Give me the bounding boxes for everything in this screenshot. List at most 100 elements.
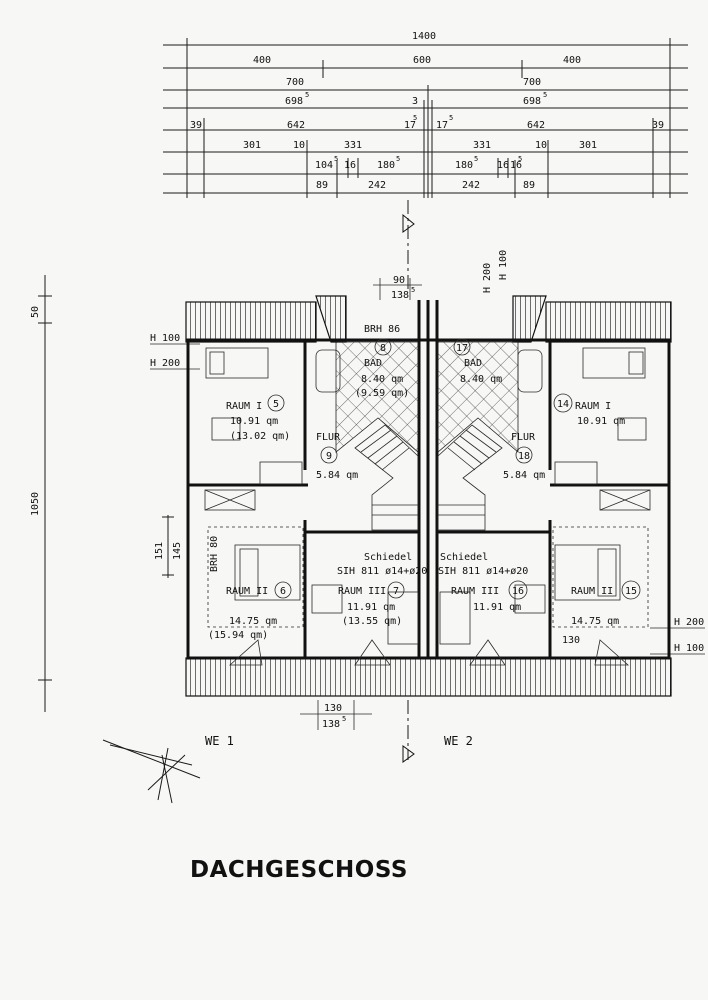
north-arrow-icon [102, 739, 201, 804]
dim-row1-b: 600 [413, 55, 431, 66]
raum3-right-area: 11.91 qm [473, 602, 521, 613]
bad-left-area: 8.40 qm [361, 374, 403, 385]
dimension-chain: 1400 400 600 400 700 700 698 5 3 698 5 3… [163, 31, 688, 198]
bathroom-floor-left [335, 341, 419, 453]
raum1-left-label: RAUM I [226, 401, 262, 412]
furniture-left [204, 347, 419, 645]
height-right-h200: H 200 [674, 617, 704, 628]
dim-left-145: 145 [172, 542, 183, 560]
raum1-left-number: 5 [273, 399, 279, 410]
bathroom-floor-right [437, 341, 519, 453]
raum3-left-area2: (13.55 qm) [342, 616, 402, 627]
bottom-small-dims [300, 700, 372, 730]
dim-row7-a: 89 [316, 180, 328, 191]
room-raum1-left: RAUM I 5 10.91 qm (13.02 qm) [226, 394, 290, 442]
raum2-left-number: 6 [280, 586, 286, 597]
left-dimension-line [38, 275, 174, 712]
flur-left-number: 9 [326, 451, 332, 462]
furniture-right [439, 347, 651, 645]
dim-row5-d: 331 [473, 140, 491, 151]
bad-right-area: 8.40 qm [460, 374, 502, 385]
dim-row7-d: 89 [523, 180, 535, 191]
raum2-left-area2: (15.94 qm) [208, 630, 268, 641]
height-left-h100: H 100 [150, 333, 180, 344]
raum2-left-label: RAUM II [226, 586, 268, 597]
room-flur-right: FLUR 18 5.84 qm [503, 432, 545, 481]
height-left-h200: H 200 [150, 358, 180, 369]
dim-row5-b: 10 [293, 140, 305, 151]
dim-row6-f-sup: 5 [518, 155, 522, 163]
dim-row6-d: 180 [455, 160, 473, 171]
bad-left-brh: BRH 86 [364, 324, 400, 335]
dim-row1-c: 400 [563, 55, 581, 66]
dim-bottom-138: 138 [322, 719, 340, 730]
dim-bottom-130: 130 [324, 703, 342, 714]
dim-top-138-sup: 5 [411, 286, 415, 294]
height-right-h100: H 100 [674, 643, 704, 654]
section-marker-top [402, 200, 415, 290]
flur-right-area: 5.84 qm [503, 470, 545, 481]
room-flur-left: FLUR 9 5.84 qm [316, 432, 358, 481]
dim-row6-b: 16 [344, 160, 356, 171]
chimney-left-spec: SIH 811 ø14+ø20 [337, 566, 427, 577]
dim-row7-c: 242 [462, 180, 480, 191]
dim-row1-a: 400 [253, 55, 271, 66]
dim-row6-d-sup: 5 [474, 155, 478, 163]
height-top-h100: H 100 [498, 250, 509, 280]
dim-row4-f: 39 [652, 120, 664, 131]
room-raum1-right: 14 RAUM I 10.91 qm [553, 393, 625, 427]
raum3-left-area: 11.91 qm [347, 602, 395, 613]
staircase-left [354, 424, 419, 531]
bad-right-number: 17 [456, 343, 468, 354]
dim-row3-a-sup: 5 [305, 91, 309, 99]
dim-right-130: 130 [562, 635, 580, 646]
raum2-right-label: RAUM II [571, 586, 613, 597]
roof-bottom [185, 657, 672, 697]
dim-row3-b-sup: 5 [543, 91, 547, 99]
dim-row6-c-sup: 5 [396, 155, 400, 163]
dim-row6-f: 16 [510, 160, 522, 171]
dim-row5-c: 331 [344, 140, 362, 151]
dim-row6-a-sup: 5 [334, 155, 338, 163]
room-raum2-left: BRH 80 RAUM II 6 14.75 qm (15.94 qm) [208, 536, 292, 641]
dim-bottom-138-sup: 5 [342, 715, 346, 723]
dim-row7-b: 242 [368, 180, 386, 191]
roof-top-right [545, 301, 672, 343]
dim-row4-d-sup: 5 [449, 114, 453, 122]
raum3-left-number: 7 [393, 586, 399, 597]
flur-right-number: 18 [518, 451, 530, 462]
building-outline [186, 300, 671, 660]
dim-left-50: 50 [30, 306, 41, 318]
bad-left-area2: (9.59 qm) [355, 388, 409, 399]
dim-row4-a: 39 [190, 120, 202, 131]
dormer-bottom-2 [354, 639, 391, 666]
raum1-right-area: 10.91 qm [577, 416, 625, 427]
dormer-top-left [315, 295, 347, 343]
dim-row4-c: 17 [404, 120, 416, 131]
dim-row5-a: 301 [243, 140, 261, 151]
bad-left-label: BAD [364, 358, 382, 369]
flur-left-label: FLUR [316, 432, 341, 443]
raum1-right-number: 14 [557, 399, 569, 410]
raum1-left-area: 10.91 qm [230, 416, 278, 427]
staircase-right [437, 424, 503, 531]
raum1-right-label: RAUM I [575, 401, 611, 412]
dim-row4-d: 17 [436, 120, 448, 131]
bad-right-label: BAD [464, 358, 482, 369]
top-small-dims [373, 278, 422, 300]
room-bad-left: BRH 86 8 BAD 8.40 qm (9.59 qm) [355, 324, 409, 399]
dim-total: 1400 [412, 31, 436, 42]
dim-row6-a: 104 [315, 160, 333, 171]
dim-row4-c-sup: 5 [413, 114, 417, 122]
roof-top-left [185, 301, 317, 343]
dim-left-1050: 1050 [30, 492, 41, 516]
dim-row3-a: 698 [285, 96, 303, 107]
raum1-left-area2: (13.02 qm) [230, 431, 290, 442]
chimney-right-label: Schiedel [440, 552, 488, 563]
room-raum2-right: RAUM II 15 14.75 qm 130 [562, 580, 641, 646]
chimney-left-label: Schiedel [364, 552, 412, 563]
raum2-right-area: 14.75 qm [571, 616, 619, 627]
section-marker-bottom [402, 700, 415, 763]
